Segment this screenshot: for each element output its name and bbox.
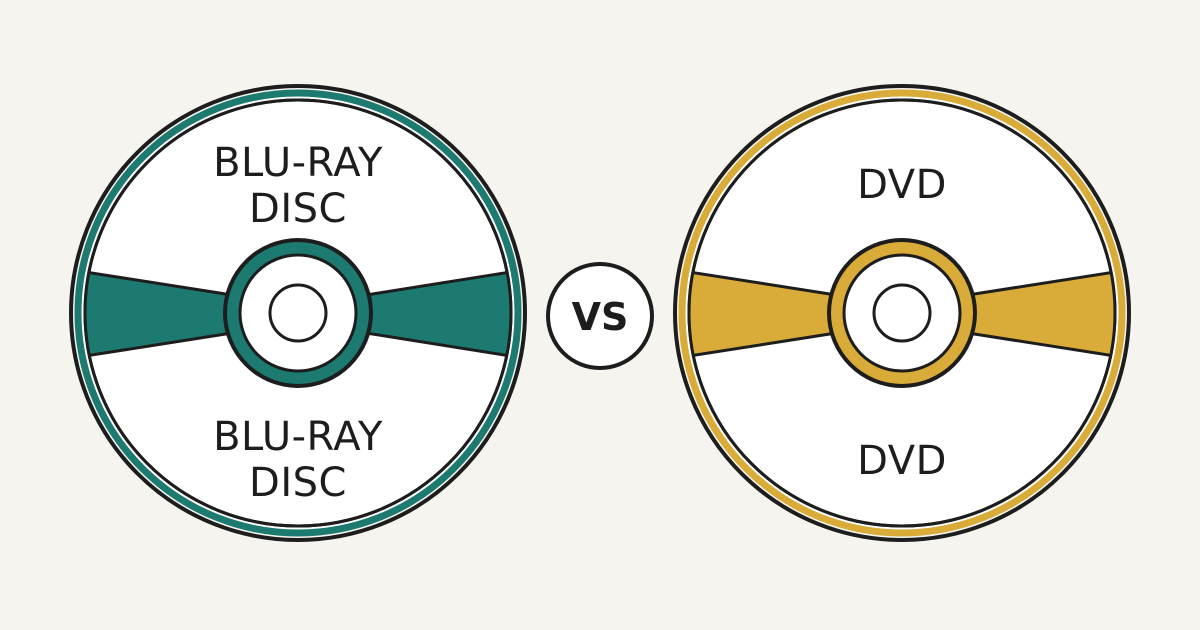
- vs-badge: VS: [546, 262, 654, 370]
- dvd-center-hole: [872, 283, 932, 343]
- dvd-bottom-label: DVD: [857, 438, 947, 484]
- bluray-top-label-line1: BLU-RAY: [213, 140, 383, 186]
- vs-label: VS: [572, 295, 629, 339]
- bluray-disc: BLU-RAY DISC BLU-RAY DISC: [69, 84, 527, 542]
- dvd-top-label: DVD: [857, 162, 947, 208]
- bluray-center-hole: [268, 283, 328, 343]
- bluray-bottom-label-line1: BLU-RAY: [213, 414, 383, 460]
- bluray-outer-ring: [69, 84, 527, 542]
- dvd-reflection-bands: [690, 266, 1114, 362]
- dvd-outer-ring: [673, 84, 1131, 542]
- vs-circle: [546, 262, 654, 370]
- bluray-reflection-bands: [86, 266, 510, 362]
- bluray-top-label-line2: DISC: [249, 186, 347, 232]
- dvd-disc: DVD DVD: [673, 84, 1131, 542]
- bluray-bottom-label-line2: DISC: [249, 460, 347, 506]
